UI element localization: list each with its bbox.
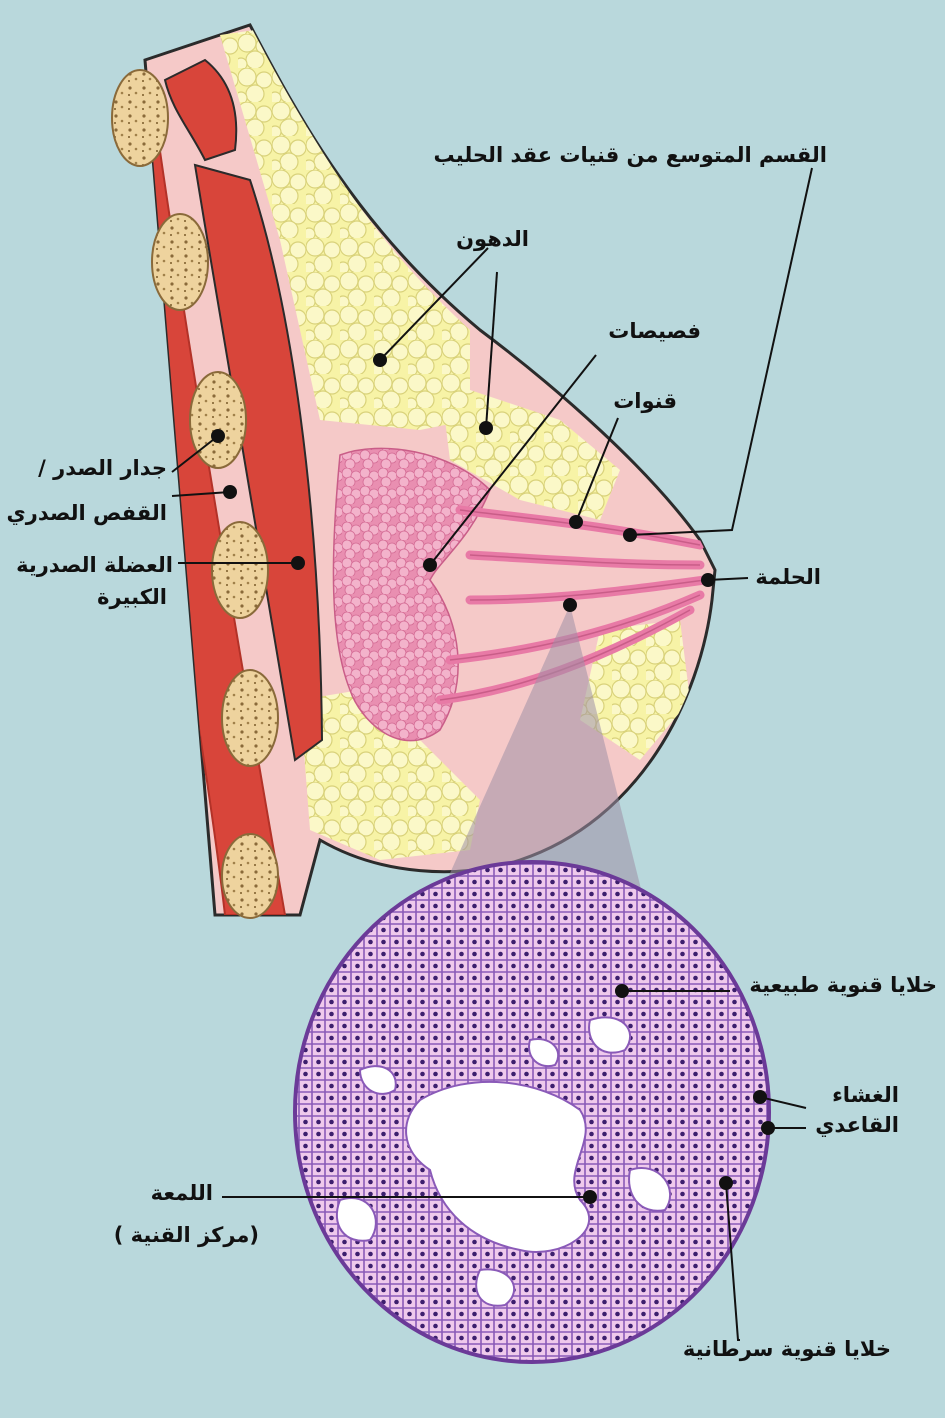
- fat-upper: [220, 30, 470, 430]
- rib: [221, 833, 279, 919]
- label-dots: [211, 353, 775, 1204]
- label-pectoralis-2: الكبيرة: [97, 585, 167, 609]
- dot-fat-2: [479, 421, 493, 435]
- leader-fat-1: [379, 247, 489, 361]
- duct-cross-section: [293, 860, 771, 1364]
- label-pectoralis-1: العضلة الصدرية: [16, 553, 173, 577]
- label-basement-2: القاعدي: [815, 1113, 899, 1137]
- leader-expanded-duct: [629, 167, 813, 536]
- rib: [111, 69, 169, 167]
- fat-mid: [440, 380, 620, 520]
- rib: [211, 521, 269, 619]
- dot-chest-wall: [223, 485, 237, 499]
- rib: [151, 213, 209, 311]
- lumen: [405, 1080, 590, 1253]
- label-lobules: فصيصات: [608, 319, 701, 343]
- dot-nipple: [701, 573, 715, 587]
- dot-lumen: [583, 1190, 597, 1204]
- label-chest-wall-1: جدار الصدر /: [38, 456, 167, 480]
- lobules: [332, 447, 491, 742]
- label-nipple: الحلمة: [755, 565, 821, 589]
- dot-basement-1: [753, 1090, 767, 1104]
- dot-pectoral: [291, 556, 305, 570]
- leader-chest-wall-1: [171, 435, 219, 473]
- dot-basement-2: [761, 1121, 775, 1135]
- label-ducts: قنوات: [613, 389, 677, 413]
- rib: [189, 371, 247, 469]
- ribs: [111, 69, 279, 919]
- label-lumen-1: اللمعة: [150, 1181, 213, 1205]
- dot-ducts: [569, 515, 583, 529]
- dot-lobules: [423, 558, 437, 572]
- leader-lines: [171, 167, 813, 1341]
- dot-expanded-duct: [623, 528, 637, 542]
- dot-fat-1: [373, 353, 387, 367]
- leader-chest-wall-2: [171, 491, 231, 497]
- dot-cancer-cells: [719, 1176, 733, 1190]
- label-chest-wall-2: القفص الصدري: [6, 501, 167, 525]
- label-cancer-cells: خلايا قنوية سرطانية: [682, 1337, 891, 1361]
- leader-fat-2: [485, 271, 498, 429]
- leader-ducts: [575, 417, 619, 523]
- rib: [221, 669, 279, 767]
- dot-normal-cells: [615, 984, 629, 998]
- label-basement-1: الغشاء: [832, 1083, 899, 1107]
- dot-duct-lower: [563, 598, 577, 612]
- leader-basement-1: [759, 1096, 807, 1109]
- label-lumen-2: (مركز القنية ): [113, 1223, 259, 1247]
- label-normal-cells: خلايا قنوية طبيعية: [749, 973, 937, 997]
- pectoral-muscle: [193, 163, 324, 762]
- fat-lower: [300, 690, 480, 860]
- dot-rib: [211, 429, 225, 443]
- leader-cancer-cells: [725, 1182, 740, 1341]
- label-expanded-duct: القسم المتوسع من قنيات عقد الحليب: [433, 143, 827, 167]
- pectoral-muscle-upper: [163, 58, 238, 162]
- leader-lobules: [429, 354, 597, 566]
- label-fat: الدهون: [456, 227, 529, 251]
